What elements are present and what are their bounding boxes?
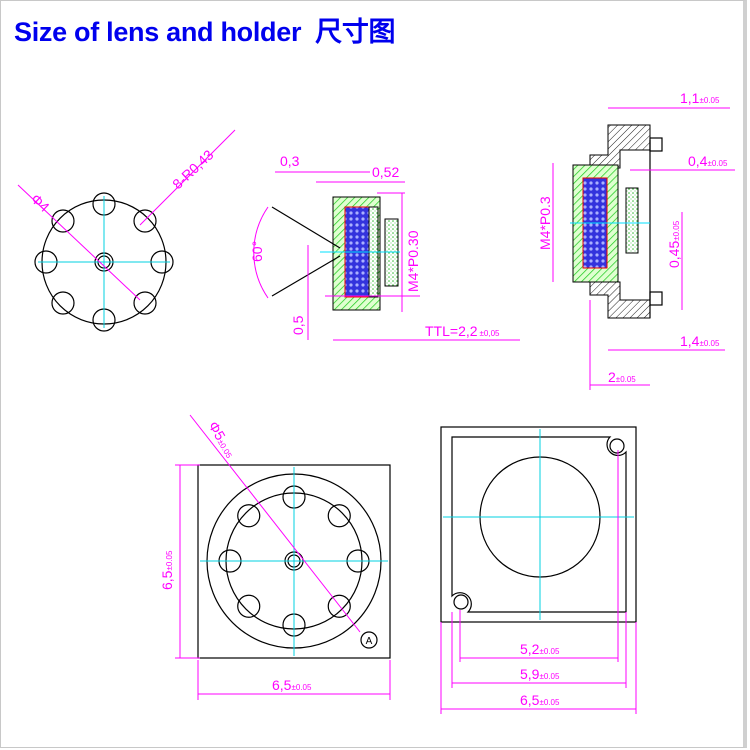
diameter-leader <box>17 184 141 301</box>
page-title: Size of lens and holder 尺寸图 <box>14 10 396 49</box>
dim-5-9-value: 5,9 <box>520 666 540 682</box>
diameter-leader <box>189 414 361 633</box>
dim-ttl: TTL=2,2±0,05 <box>425 323 500 339</box>
fov-line <box>271 255 341 297</box>
dim-thread-holder: M4*P0.3 <box>537 196 553 250</box>
dim-phi5: Φ5±0.05 <box>205 419 239 461</box>
notch <box>133 291 157 315</box>
locating-hole <box>453 594 469 610</box>
lens-notches <box>34 192 174 332</box>
holder-wall-bottom <box>589 281 651 319</box>
dim-1-4-tol: ±0.05 <box>699 339 720 348</box>
fov-line <box>271 206 341 249</box>
lens-front-view: Φ4 8-R0,43 <box>17 129 236 332</box>
locating-hole <box>609 438 625 454</box>
dim-5-9: 5,9±0.05 <box>520 666 560 682</box>
notch <box>327 504 351 528</box>
dim-60deg: 60° <box>249 241 265 262</box>
notch <box>51 291 75 315</box>
fov-arc <box>253 206 269 299</box>
dim-2: 2±0.05 <box>608 369 636 385</box>
dim-1-4: 1,4±0.05 <box>680 333 720 349</box>
notch <box>237 504 261 528</box>
radius-leader <box>139 129 236 226</box>
dim-height-value: 6,5 <box>159 570 175 590</box>
notch <box>133 209 157 233</box>
notch <box>237 594 261 618</box>
dim-width-value: 6,5 <box>272 677 292 693</box>
lens-radius-label: 8-R0,43 <box>169 146 216 192</box>
dim-1-1-value: 1,1 <box>680 90 700 106</box>
dim-6-5: 6,5±0.05 <box>520 692 560 708</box>
dim-5-9-tol: ±0.05 <box>539 672 560 681</box>
dim-0-4-tol: ±0.05 <box>707 159 728 168</box>
dim-height-tol: ±0.05 <box>165 550 174 571</box>
dim-0-4: 0,4±0.05 <box>688 153 728 169</box>
dim-0-4-value: 0,4 <box>688 153 708 169</box>
dim-2-value: 2 <box>608 369 616 385</box>
dim-6-5-value: 6,5 <box>520 692 540 708</box>
dim-1-4-value: 1,4 <box>680 333 700 349</box>
dim-0-45-value: 0,45 <box>666 241 682 268</box>
holder-wall-top <box>589 124 651 169</box>
datum-marker-label: A <box>366 636 373 647</box>
lens-diameter-label: Φ4 <box>28 190 53 215</box>
dim-6-5-tol: ±0.05 <box>539 698 560 707</box>
holder-back-outline <box>440 426 637 623</box>
dim-width-tol: ±0.05 <box>291 683 312 692</box>
datum-marker <box>360 631 378 649</box>
holder-pin <box>649 137 663 152</box>
holder-pin <box>649 291 663 306</box>
dim-thread: M4*P0.30 <box>405 230 421 292</box>
dim-2-tol: ±0.05 <box>616 375 637 384</box>
lens-side-section: 0,3 0,52 60° 0,5 M4*P0.30 TTL=2,2±0,05 <box>249 153 520 341</box>
dim-1-1-tol: ±0.05 <box>699 96 720 105</box>
title-en: Size of lens and holder <box>14 17 302 47</box>
holder-ir-filter <box>625 187 639 254</box>
holder-front-outline <box>197 464 391 659</box>
dim-0-45-tol: ±0.05 <box>672 220 681 241</box>
holder-side-section: 1,1±0.05 0,4±0.05 M4*P0.3 0,45±0.05 1,4±… <box>537 90 735 390</box>
notch <box>51 209 75 233</box>
dim-5-2-tol: ±0.05 <box>539 647 560 656</box>
title-cn: 尺寸图 <box>315 17 396 48</box>
dim-width: 6,5±0.05 <box>272 677 312 693</box>
dim-0-45: 0,45±0.05 <box>666 220 682 268</box>
dim-5-2: 5,2±0.05 <box>520 641 560 657</box>
dim-0-52: 0,52 <box>372 164 399 180</box>
ttl-tol: ±0,05 <box>480 329 501 338</box>
ttl-value: TTL=2,2 <box>425 323 478 339</box>
notch <box>327 594 351 618</box>
dim-0-5: 0,5 <box>290 315 306 335</box>
dim-1-1: 1,1±0.05 <box>680 90 720 106</box>
holder-back-view: 5,2±0.05 5,9±0.05 6,5±0.05 <box>440 426 637 714</box>
holder-front-view: A Φ5±0.05 6,5±0.05 6,5±0.05 <box>159 414 391 700</box>
dim-0-3: 0,3 <box>280 153 300 169</box>
dim-5-2-value: 5,2 <box>520 641 540 657</box>
dim-phi5-tol: ±0.05 <box>216 438 234 460</box>
dim-height: 6,5±0.05 <box>159 550 175 590</box>
